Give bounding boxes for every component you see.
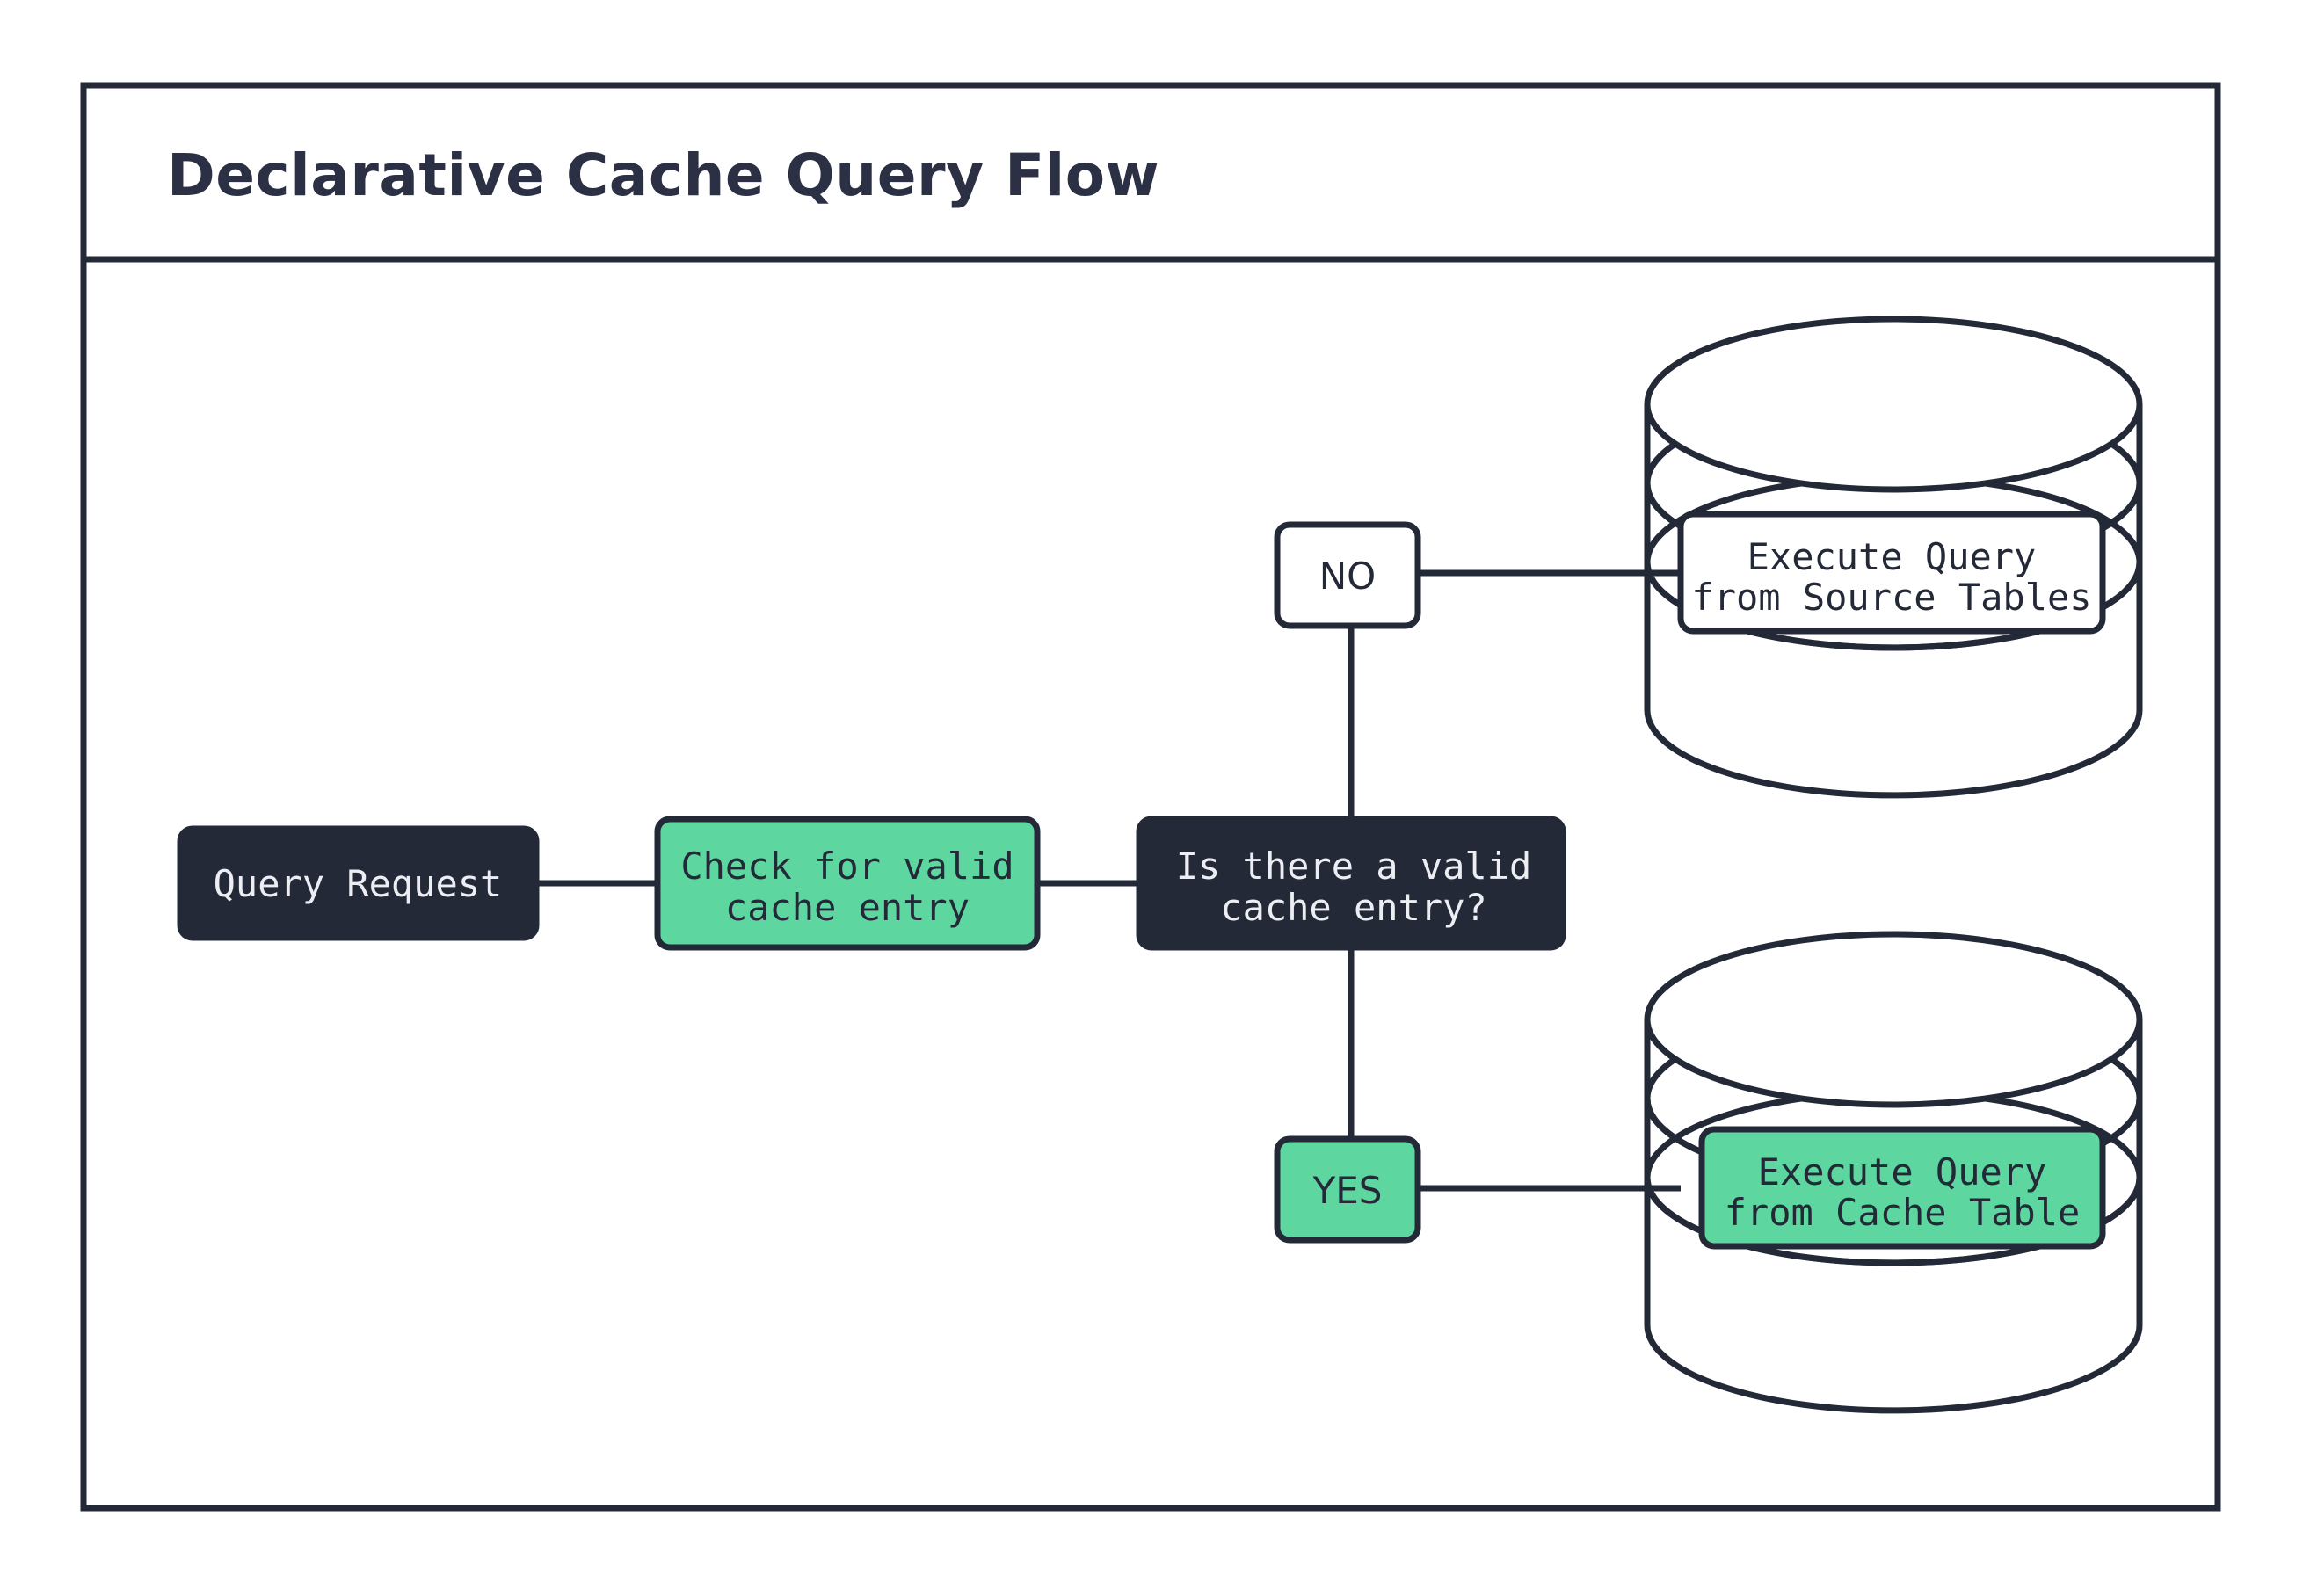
node-check-cache-label-line1: Check for valid <box>680 845 1013 888</box>
node-decision[interactable]: Is there a valid cache entry? <box>1136 816 1566 951</box>
node-source-tables-label-line1: Execute Query <box>1747 535 2037 578</box>
cylinder-top-cap-source <box>1644 316 2143 493</box>
node-cache-table[interactable]: Execute Query from Cache Table <box>1698 1126 2106 1250</box>
node-cache-table-label-line1: Execute Query <box>1758 1150 2047 1193</box>
database-cylinder-source-tables <box>1644 316 2143 799</box>
cylinder-top-cap-cache <box>1644 931 2143 1108</box>
node-cache-table-label-line2: from Cache Table <box>1725 1191 2081 1234</box>
node-check-cache-label-line2: cache entry <box>725 886 970 929</box>
page-title: Declarative Cache Query Flow <box>167 141 1159 209</box>
branch-label-yes-text: YES <box>1312 1169 1383 1212</box>
node-source-tables[interactable]: Execute Query from Source Tables <box>1677 511 2106 635</box>
branch-label-yes[interactable]: YES <box>1274 1135 1421 1244</box>
node-decision-shape[interactable] <box>1136 816 1566 951</box>
branch-label-no-shape[interactable] <box>1274 521 1421 629</box>
branch-label-no-text: NO <box>1319 555 1376 598</box>
branch-label-no[interactable]: NO <box>1274 521 1421 629</box>
node-check-cache[interactable]: Check for valid cache entry <box>654 816 1041 951</box>
node-decision-label-line1: Is there a valid <box>1176 845 1532 888</box>
branch-label-yes-shape[interactable] <box>1274 1135 1421 1244</box>
edge-layer <box>536 569 1681 1192</box>
node-query-request-shape[interactable] <box>177 825 540 941</box>
node-source-tables-label-line2: from Source Tables <box>1691 576 2091 619</box>
node-query-request-label: Query Request <box>214 862 503 905</box>
node-source-tables-shape[interactable] <box>1677 511 2106 635</box>
node-check-cache-shape[interactable] <box>654 816 1041 951</box>
node-cache-table-shape[interactable] <box>1698 1126 2106 1250</box>
node-decision-label-line2: cache entry? <box>1220 886 1486 929</box>
node-query-request[interactable]: Query Request <box>177 825 540 941</box>
database-cylinder-cache-table <box>1644 931 2143 1414</box>
